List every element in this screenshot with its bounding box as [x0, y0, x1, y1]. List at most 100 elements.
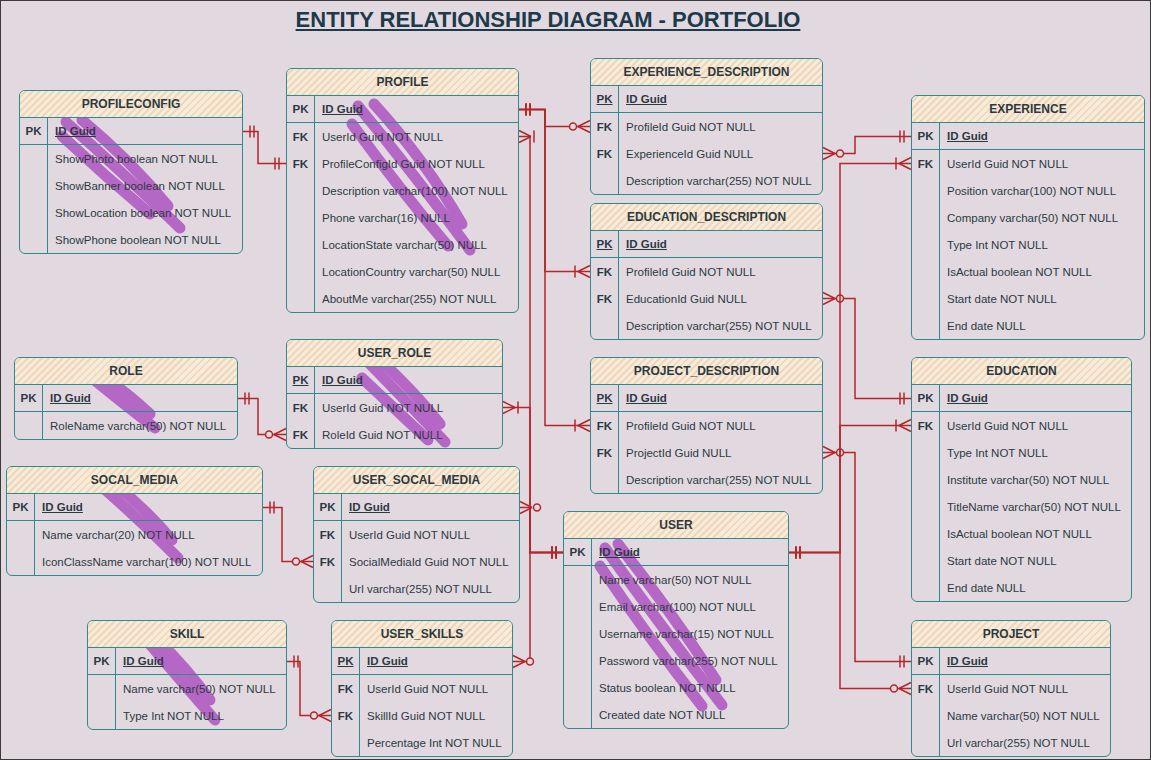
table-name: EDUCATION	[986, 364, 1056, 378]
one-bar	[525, 104, 527, 116]
key-cell	[912, 439, 940, 466]
table-row: PKID Guid	[912, 385, 1131, 412]
column-field: IsActual boolean NOT NULL	[940, 266, 1092, 278]
crow-foot	[578, 272, 590, 278]
table-row: FKProfileId Guid NOT NULL	[591, 412, 822, 439]
key-marker: FK	[918, 683, 933, 695]
crow-foot	[578, 127, 590, 133]
connector-line	[263, 508, 313, 562]
one-bar	[899, 131, 901, 143]
table-row: Name varchar(50) NOT NULL	[564, 566, 788, 593]
column-field: Created date NOT NULL	[592, 709, 725, 721]
relationship-connector	[519, 131, 563, 559]
key-cell: FK	[591, 140, 619, 167]
table-name: SKILL	[170, 627, 205, 641]
key-cell	[912, 285, 940, 312]
table-name: ROLE	[109, 364, 142, 378]
one-bar	[529, 104, 531, 116]
column-field: UserId Guid NOT NULL	[342, 529, 470, 541]
one-bar	[253, 126, 255, 138]
crow-foot	[823, 299, 835, 305]
table-header: ROLE	[15, 358, 237, 385]
table-row: Created date NOT NULL	[564, 701, 788, 728]
crow-foot	[274, 435, 286, 441]
table-name: USER_ROLE	[358, 346, 431, 360]
table-row: Name varchar(50) NOT NULL	[88, 675, 286, 702]
key-cell	[912, 493, 940, 520]
key-marker: PK	[13, 501, 29, 513]
crow-foot	[319, 710, 331, 716]
crow-foot	[301, 556, 313, 562]
table-header: EDUCATION_DESCRIPTION	[591, 204, 822, 231]
column-field: Phone varchar(16) NULL	[315, 212, 450, 224]
key-marker: FK	[320, 556, 335, 568]
key-marker: FK	[597, 121, 612, 133]
table-row: FKUserId Guid NOT NULL	[912, 412, 1131, 439]
crow-foot	[899, 420, 911, 426]
key-cell	[7, 521, 35, 548]
column-field: Type Int NOT NULL	[940, 447, 1048, 459]
column-field: Username varchar(15) NOT NULL	[592, 628, 774, 640]
column-field: Company varchar(50) NOT NULL	[940, 212, 1118, 224]
crow-foot	[519, 137, 531, 143]
one-bar	[903, 131, 905, 143]
table-name: EXPERIENCE_DESCRIPTION	[623, 65, 789, 79]
key-cell	[20, 226, 48, 253]
table-header: SOCAL_MEDIA	[7, 467, 262, 494]
table-row: FKSocialMediaId Guid NOT NULL	[314, 548, 519, 575]
column-field: ID Guid	[940, 130, 988, 142]
key-marker: FK	[293, 429, 308, 441]
scribble-stroke	[62, 136, 150, 214]
table-row: Type Int NOT NULL	[912, 231, 1144, 258]
connector-line	[789, 553, 911, 689]
table-row: FKSkillId Guid NOT NULL	[332, 702, 512, 729]
table-row: FKUserId Guid NOT NULL	[314, 521, 519, 548]
table-header: EXPERIENCE_DESCRIPTION	[591, 59, 822, 86]
table-row: IconClassName varchar(100) NOT NULL	[7, 548, 262, 575]
key-cell	[591, 466, 619, 493]
table-row: LocationCountry varchar(50) NULL	[287, 258, 518, 285]
one-bar	[895, 158, 897, 170]
key-marker: PK	[918, 392, 934, 404]
key-marker: FK	[597, 447, 612, 459]
entity-table: USER_SOCAL_MEDIAPKID GuidFKUserId Guid N…	[313, 466, 520, 603]
one-bar	[274, 158, 276, 170]
column-field: Description varchar(100) NOT NULL	[315, 185, 508, 197]
column-field: Password varchar(255) NOT NULL	[592, 655, 778, 667]
crow-foot	[519, 131, 531, 137]
crow-foot	[301, 562, 313, 568]
table-row: PKID Guid	[7, 494, 262, 521]
relationship-connector	[519, 104, 590, 133]
zero-circle	[527, 658, 534, 665]
key-cell: FK	[287, 123, 315, 150]
key-marker: PK	[293, 103, 309, 115]
zero-circle	[570, 123, 577, 130]
scribble-stroke	[100, 485, 178, 558]
table-row: Institute varchar(50) NOT NULL	[912, 466, 1131, 493]
crow-foot	[823, 293, 835, 299]
key-marker: FK	[338, 683, 353, 695]
key-marker: PK	[597, 238, 613, 250]
connector-line	[823, 299, 911, 399]
column-field: UserId Guid NOT NULL	[315, 402, 443, 414]
table-row: Name varchar(20) NOT NULL	[7, 521, 262, 548]
scribble-stroke	[380, 360, 440, 424]
column-field: UserId Guid NOT NULL	[940, 683, 1068, 695]
key-cell: FK	[287, 150, 315, 177]
table-row: TitleName varchar(50) NOT NULL	[912, 493, 1131, 520]
key-cell	[591, 167, 619, 194]
key-cell: PK	[314, 494, 342, 520]
table-header: USER_SOCAL_MEDIA	[314, 467, 519, 494]
entity-table: EDUCATION PKID GuidFKUserId Guid NOT NULL…	[911, 357, 1132, 602]
one-bar	[555, 547, 557, 559]
column-field: RoleId Guid NOT NULL	[315, 429, 443, 441]
table-row: LocationState varchar(50) NULL	[287, 231, 518, 258]
table-row: Description varchar(255) NOT NULL	[591, 312, 822, 339]
zero-circle	[266, 431, 273, 438]
entity-table: USER_SKILLSPKID GuidFKUserId Guid NOT NU…	[331, 620, 513, 757]
entity-table: EXPERIENCEPKID GuidFKUserId Guid NOT NUL…	[911, 95, 1145, 340]
table-header: PROJECT_DESCRIPTION	[591, 358, 822, 385]
key-cell: FK	[591, 113, 619, 140]
column-field: ID Guid	[315, 103, 363, 115]
key-cell: PK	[591, 385, 619, 411]
